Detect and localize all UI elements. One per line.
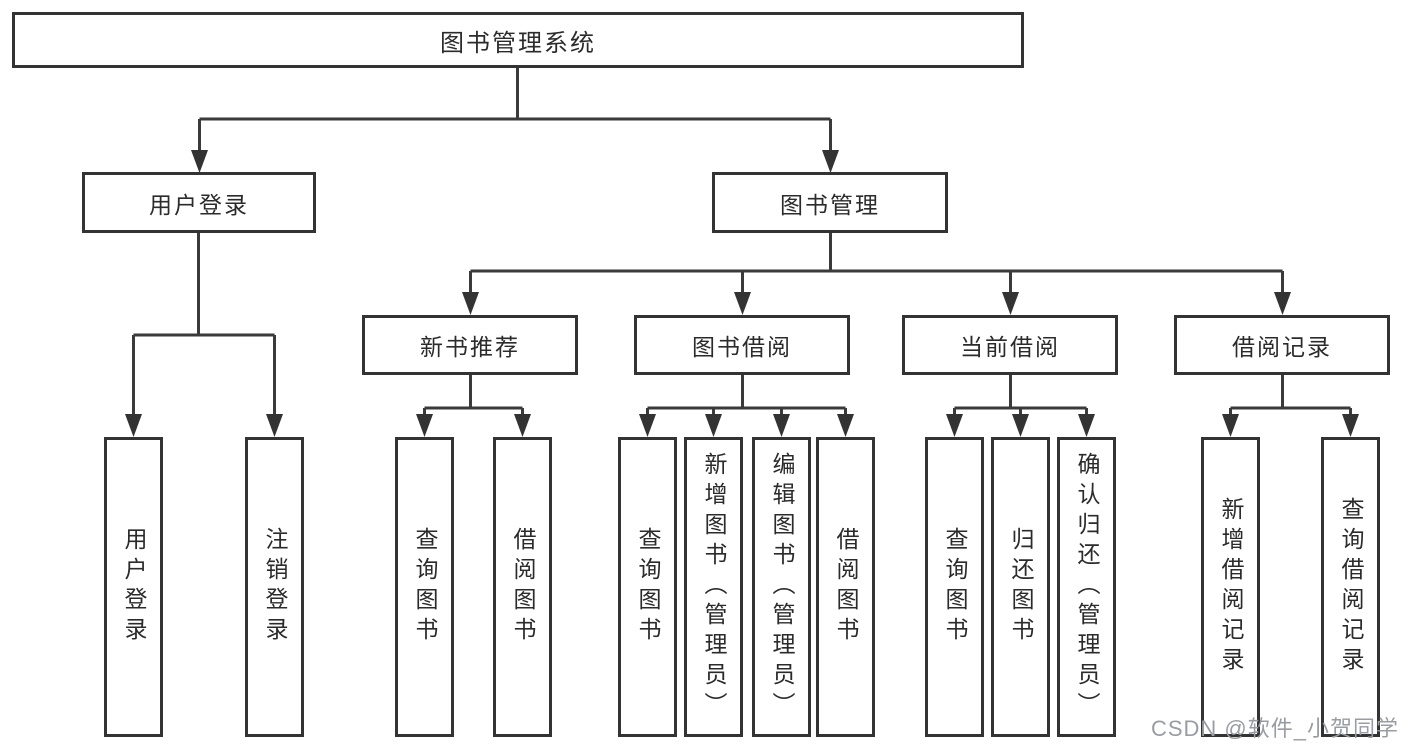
arrowhead-icon [514,414,531,437]
leaf-user-login-label: 用户登录 [121,527,147,647]
node-book-management: 图书管理 [712,172,948,233]
leaf-current-query-label: 查询图书 [942,527,968,647]
arrowhead-icon [773,414,790,437]
leaf-newbook-borrow-label: 借阅图书 [510,527,536,647]
node-user-login: 用户登录 [82,172,316,233]
leaf-current-return-label: 归还图书 [1008,527,1034,647]
arrowhead-icon [639,414,656,437]
node-current-borrow: 当前借阅 [902,315,1118,375]
leaf-current-confirm-admin: 确认归还（管理员） [1057,437,1116,737]
leaf-user-login: 用户登录 [104,437,163,737]
leaf-records-add: 新增借阅记录 [1201,437,1260,737]
arrowhead-icon [125,414,142,437]
arrowhead-icon [266,414,283,437]
leaf-records-query: 查询借阅记录 [1321,437,1380,737]
arrowhead-icon [1002,292,1019,315]
leaf-newbook-borrow: 借阅图书 [493,437,552,737]
node-root-system: 图书管理系统 [12,12,1024,68]
leaf-logout-label: 注销登录 [262,527,288,647]
node-current-borrow-label: 当前借阅 [960,334,1060,360]
leaf-logout: 注销登录 [245,437,304,737]
arrowhead-icon [822,150,839,173]
arrowhead-icon [191,150,208,173]
leaf-current-query: 查询图书 [925,437,984,737]
leaf-newbook-query: 查询图书 [395,437,454,737]
leaf-borrow-edit-admin-label: 编辑图书（管理员） [769,452,795,722]
leaf-records-query-label: 查询借阅记录 [1338,497,1364,677]
leaf-borrow-query: 查询图书 [618,437,677,737]
arrowhead-icon [946,414,963,437]
leaf-newbook-query-label: 查询图书 [412,527,438,647]
leaf-current-confirm-admin-label: 确认归还（管理员） [1074,452,1100,722]
arrowhead-icon [1222,414,1239,437]
arrowhead-icon [705,414,722,437]
arrowhead-icon [1274,292,1291,315]
leaf-records-add-label: 新增借阅记录 [1218,497,1244,677]
node-borrow-records-label: 借阅记录 [1232,334,1332,360]
node-book-borrow: 图书借阅 [634,315,850,375]
arrowhead-icon [1342,414,1359,437]
node-book-borrow-label: 图书借阅 [692,334,792,360]
node-book-management-label: 图书管理 [780,191,880,218]
leaf-borrow-add-admin-label: 新增图书（管理员） [701,452,727,722]
arrowhead-icon [462,292,479,315]
node-user-login-label: 用户登录 [149,191,249,218]
leaf-current-return: 归还图书 [991,437,1050,737]
arrowhead-icon [1012,414,1029,437]
leaf-borrow-borrow-label: 借阅图书 [833,527,859,647]
node-new-book-recommend-label: 新书推荐 [420,334,520,360]
leaf-borrow-add-admin: 新增图书（管理员） [684,437,743,737]
arrowhead-icon [734,292,751,315]
arrowhead-icon [416,414,433,437]
csdn-watermark: CSDN @软件_小贺同学 [1150,716,1399,741]
arrowhead-icon [1078,414,1095,437]
arrowhead-icon [837,414,854,437]
leaf-borrow-query-label: 查询图书 [635,527,661,647]
leaf-borrow-edit-admin: 编辑图书（管理员） [752,437,811,737]
node-borrow-records: 借阅记录 [1174,315,1390,375]
node-new-book-recommend: 新书推荐 [362,315,578,375]
leaf-borrow-borrow: 借阅图书 [816,437,875,737]
node-root-label: 图书管理系统 [440,29,596,57]
